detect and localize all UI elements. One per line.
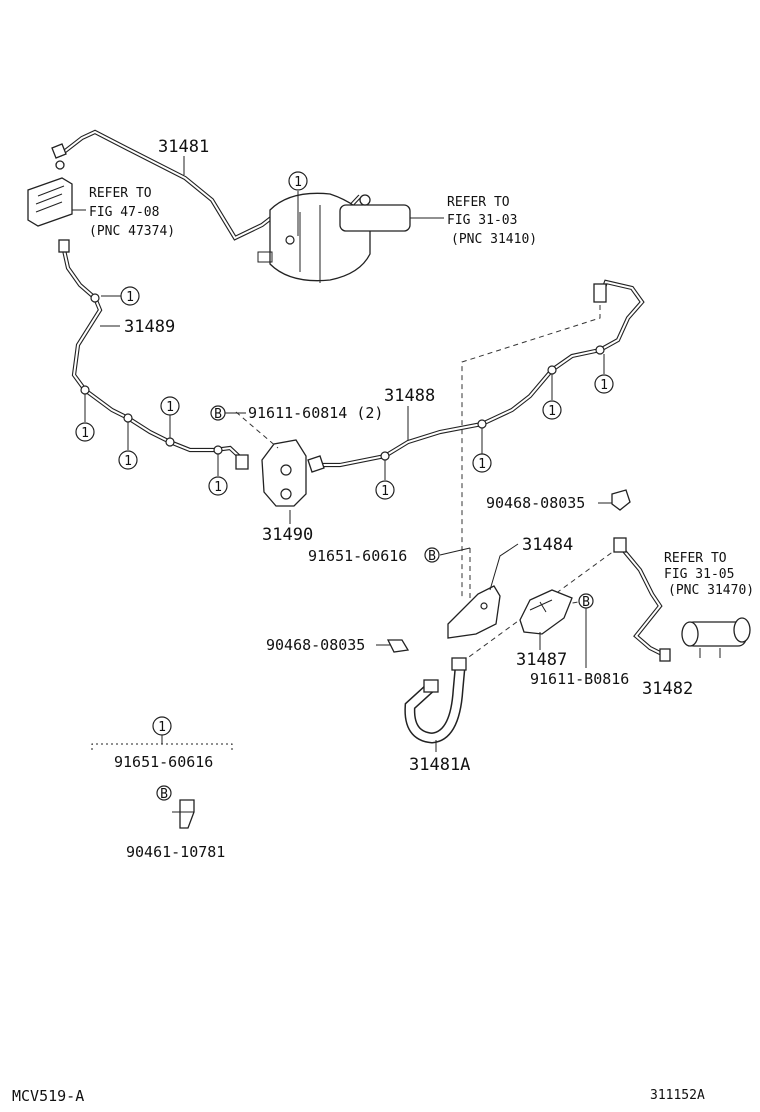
nut-90468-icon bbox=[386, 489, 631, 653]
ref-line: FIG 47-08 bbox=[89, 205, 159, 220]
bolt-marker-label: B bbox=[582, 595, 590, 610]
ref-line: REFER TO bbox=[664, 551, 727, 566]
ref-line: REFER TO bbox=[447, 195, 510, 210]
brake-pipe-31482 bbox=[613, 537, 671, 662]
pipe-fitting-icon bbox=[235, 283, 607, 473]
reference-note-abs: REFER TO FIG 47-08 (PNC 47374) bbox=[72, 186, 175, 239]
clamp-marker-label: 1 bbox=[81, 426, 89, 441]
model-code: MCV519-A bbox=[12, 1087, 84, 1105]
brake-pipe-31488 bbox=[318, 279, 645, 468]
part-label-31489: 31489 bbox=[124, 317, 175, 337]
ref-line: REFER TO bbox=[89, 186, 152, 201]
part-label-90468-upper: 90468-08035 bbox=[486, 494, 585, 512]
part-label-91611-60814: 91611-60814 (2) bbox=[248, 404, 383, 422]
part-label-31487: 31487 bbox=[516, 650, 567, 670]
clamp-marker-label: 1 bbox=[294, 175, 302, 190]
part-label-31481a: 31481A bbox=[409, 755, 470, 775]
clamp-marker-label: 1 bbox=[478, 457, 486, 472]
part-label-31482: 31482 bbox=[642, 679, 693, 699]
figure-code: 311152A bbox=[650, 1088, 705, 1103]
bracket-31484 bbox=[447, 585, 501, 639]
pipe-fitting-icon bbox=[51, 143, 67, 170]
kit-marker-label: 1 bbox=[158, 720, 166, 735]
clamp-marker-label: 1 bbox=[124, 454, 132, 469]
ref-line: FIG 31-05 bbox=[664, 567, 734, 582]
part-label-91611-b0816: 91611-B0816 bbox=[530, 670, 629, 688]
flexible-hose-31481a bbox=[404, 657, 467, 744]
part-label-31488: 31488 bbox=[384, 386, 435, 406]
clamp-marker-label: 1 bbox=[600, 378, 608, 393]
bolt-marker-label: B bbox=[428, 549, 436, 564]
ref-line: (PNC 31470) bbox=[668, 583, 754, 598]
clamp-marker-icon: 1 1 1 1 1 1 1 1 1 1 bbox=[75, 171, 614, 500]
reference-note-master-cylinder: REFER TO FIG 31-03 (PNC 31410) bbox=[410, 195, 537, 247]
junction-block-31490 bbox=[261, 439, 307, 507]
kit-part-90461: 90461-10781 bbox=[126, 843, 225, 861]
brake-pipe-31489 bbox=[61, 249, 247, 464]
pipe-fitting-icon bbox=[58, 239, 70, 253]
clamp-kit-legend: 1 91651-60616 B 90461-10781 bbox=[91, 716, 233, 861]
pipe-clamp-points bbox=[80, 235, 605, 461]
clamp-marker-label: 1 bbox=[214, 480, 222, 495]
clamp-marker-label: 1 bbox=[126, 290, 134, 305]
assembly-dashed-lines bbox=[235, 305, 619, 663]
abs-actuator-icon bbox=[27, 177, 73, 227]
clamp-marker-label: 1 bbox=[548, 404, 556, 419]
bolt-marker-label: B bbox=[214, 407, 222, 422]
clamp-marker-label: 1 bbox=[166, 400, 174, 415]
master-cylinder-icon bbox=[257, 192, 411, 283]
clamp-marker-label: 1 bbox=[381, 484, 389, 499]
bracket-31487 bbox=[519, 589, 573, 635]
ref-line: (PNC 31410) bbox=[451, 232, 537, 247]
clamp-leader-lines bbox=[84, 191, 605, 480]
part-label-90468-lower: 90468-08035 bbox=[266, 636, 365, 654]
kit-bolt-label: B bbox=[160, 787, 168, 802]
part-label-31490: 31490 bbox=[262, 525, 313, 545]
part-label-31481: 31481 bbox=[158, 137, 209, 157]
part-label-91651: 91651-60616 bbox=[308, 547, 407, 565]
cylinder-assembly-icon bbox=[681, 617, 751, 658]
reference-note-cylinder: REFER TO FIG 31-05 (PNC 31470) bbox=[664, 551, 754, 598]
kit-part-91651: 91651-60616 bbox=[114, 753, 213, 771]
ref-line: (PNC 47374) bbox=[89, 224, 175, 239]
ref-line: FIG 31-03 bbox=[447, 213, 517, 228]
part-label-31484: 31484 bbox=[522, 535, 573, 555]
